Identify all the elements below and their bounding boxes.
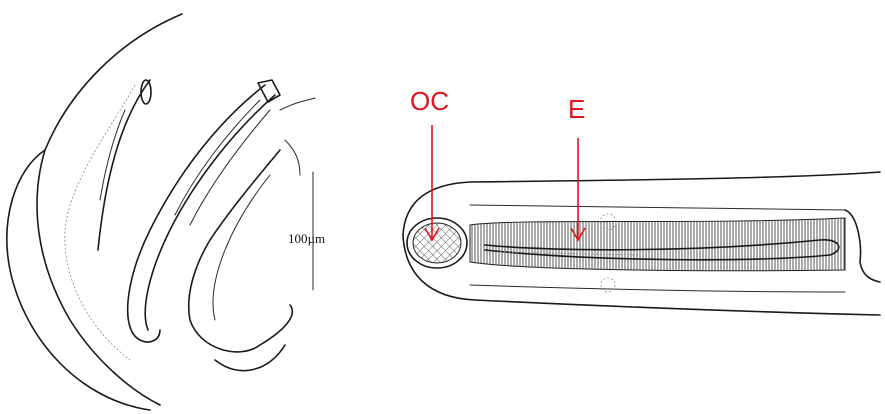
esophagus-body — [470, 218, 845, 271]
lower-appendage — [189, 150, 293, 352]
annotation-oc: OC — [410, 86, 449, 240]
annotation-e-label: E — [568, 94, 585, 124]
outer-body-inner-edge — [37, 150, 160, 405]
right-anterior-drawing — [403, 172, 880, 315]
inner-structure-left — [98, 80, 150, 250]
annotation-e: E — [568, 94, 585, 240]
fine-line-top-right — [280, 98, 315, 110]
posterior-bulb — [845, 210, 880, 282]
inner-structure-line — [100, 110, 125, 200]
fine-line-mid-right — [285, 140, 300, 175]
oral-capsule-hatch — [413, 223, 461, 263]
hook-rib-2 — [190, 110, 270, 225]
scale-bar: 100µm — [288, 172, 325, 290]
lower-faint-circle — [601, 278, 615, 292]
outer-body-outline — [7, 14, 182, 410]
annotation-oc-label: OC — [410, 86, 449, 116]
left-specimen-drawing — [7, 14, 315, 410]
hook-inner — [145, 95, 275, 330]
hook-tip-cap — [258, 80, 280, 102]
lower-tip — [215, 345, 285, 371]
inner-wall-bottom — [470, 285, 845, 292]
scale-bar-label: 100µm — [288, 231, 325, 246]
inner-wall-top — [470, 205, 845, 210]
